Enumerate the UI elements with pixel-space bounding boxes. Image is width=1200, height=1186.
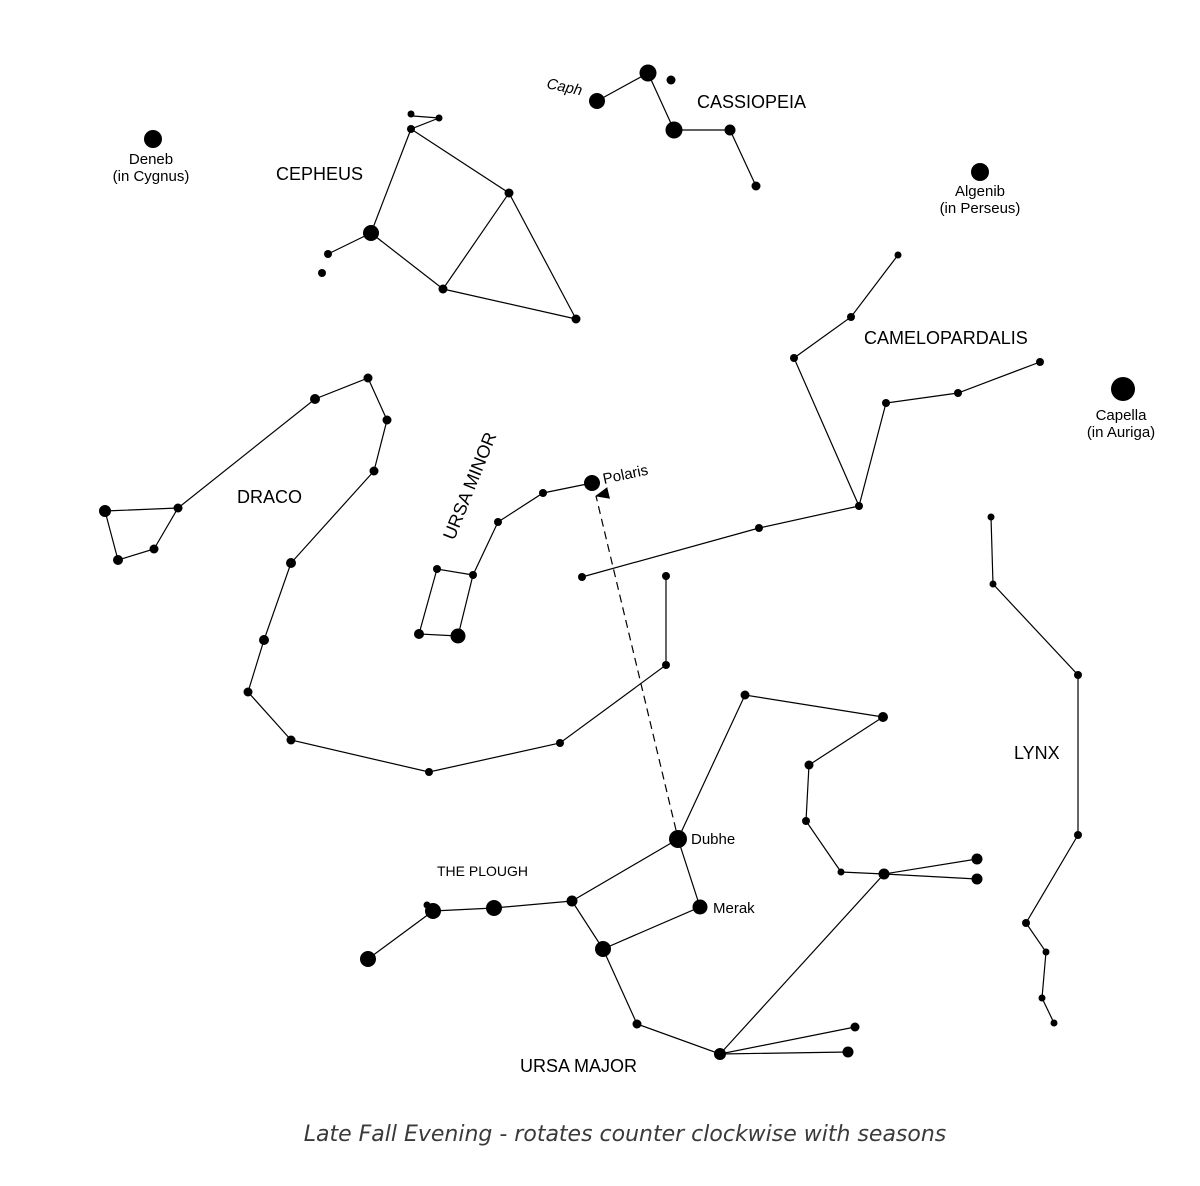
dubhe-label: Dubhe bbox=[691, 831, 735, 848]
algenib-note: (in Perseus) bbox=[940, 200, 1021, 217]
capella-star bbox=[1111, 377, 1135, 401]
cassiopeia-constellation bbox=[589, 64, 761, 191]
ursa-major-constellation bbox=[360, 690, 983, 1060]
draco-constellation bbox=[99, 373, 670, 776]
ursa-minor-constellation bbox=[414, 475, 600, 644]
capella-note: (in Auriga) bbox=[1087, 424, 1155, 441]
algenib-label: Algenib bbox=[955, 183, 1005, 200]
cassiopeia-label: CASSIOPEIA bbox=[697, 92, 806, 112]
lynx-label: LYNX bbox=[1014, 743, 1060, 763]
caption: Late Fall Evening - rotates counter cloc… bbox=[304, 1122, 947, 1147]
plough-label: THE PLOUGH bbox=[437, 863, 528, 879]
caph-label: Caph bbox=[545, 75, 584, 99]
algenib-star bbox=[971, 163, 989, 181]
camelopardalis-constellation bbox=[578, 251, 1044, 581]
camelopardalis-label: CAMELOPARDALIS bbox=[864, 328, 1028, 348]
draco-label: DRACO bbox=[237, 487, 302, 507]
deneb-note: (in Cygnus) bbox=[113, 168, 190, 185]
pointer-arrow bbox=[595, 487, 677, 831]
capella-label: Capella bbox=[1096, 407, 1148, 424]
ursa-major-label: URSA MAJOR bbox=[520, 1056, 637, 1076]
merak-label: Merak bbox=[713, 900, 755, 917]
cepheus-constellation bbox=[318, 110, 581, 324]
ursa-minor-label: URSA MINOR bbox=[439, 429, 500, 542]
lynx-constellation bbox=[987, 513, 1082, 1027]
polaris-label: Polaris bbox=[601, 462, 649, 488]
deneb-star bbox=[144, 130, 162, 148]
deneb-label: Deneb bbox=[129, 151, 173, 168]
cepheus-label: CEPHEUS bbox=[276, 164, 363, 184]
